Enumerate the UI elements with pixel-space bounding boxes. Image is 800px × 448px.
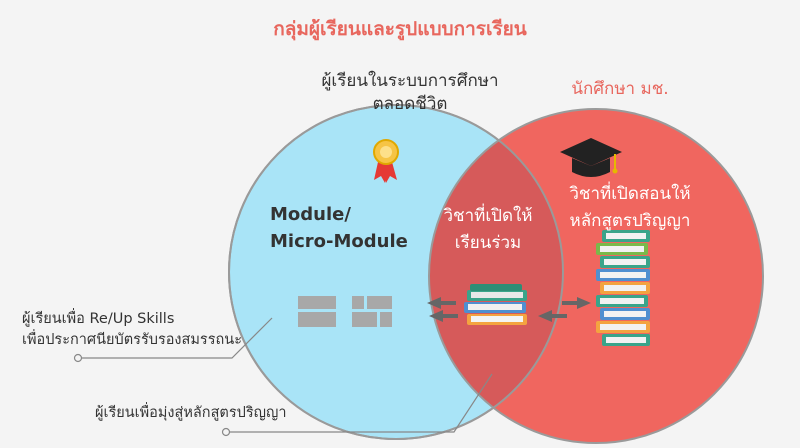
module-line: Micro-Module <box>270 231 408 252</box>
shared-line: วิชาที่เปิดให้ <box>443 206 533 226</box>
degree-course-label: วิชาที่เปิดสอนให้ หลักสูตรปริญญา <box>555 181 705 235</box>
cmu-student-caption: นักศึกษา มช. <box>571 79 669 99</box>
tall-books-stack-icon <box>596 230 650 346</box>
books-stack-icon <box>464 284 527 325</box>
program-line: วิชาที่เปิดสอนให้ <box>569 184 691 204</box>
note-line: ผู้เรียนเพื่อ Re/Up Skills <box>22 311 175 327</box>
module-line: Module/ <box>270 204 351 225</box>
two-way-arrow-icon <box>427 297 458 322</box>
module-label: Module/ Micro-Module <box>270 201 420 255</box>
program-line: หลักสูตรปริญญา <box>569 211 691 232</box>
page-title: กลุ่มผู้เรียนและรูปแบบการเรียน <box>273 18 527 40</box>
two-way-arrow-icon <box>538 297 591 322</box>
graduation-cap-icon <box>560 138 622 177</box>
callout-line-reskill <box>73 317 273 363</box>
overlap-region <box>429 109 563 439</box>
reskill-note: ผู้เรียนเพื่อ Re/Up Skills เพื่อประกาศนี… <box>22 309 282 351</box>
caption-line: ผู้เรียนในระบบการศึกษา <box>321 71 499 91</box>
degree-path-note: ผู้เรียนเพื่อมุ่งสู่หลักสูตรปริญญา <box>95 405 287 421</box>
note-line: เพื่อประกาศนียบัตรรับรองสมรรถนะ <box>22 332 242 349</box>
lifelong-learner-caption: ผู้เรียนในระบบการศึกษา ตลอดชีวิต <box>290 70 530 116</box>
award-ribbon-icon <box>373 139 399 183</box>
module-grid-icon <box>298 296 392 327</box>
callout-line-degree <box>221 373 493 437</box>
shared-course-label: วิชาที่เปิดให้ เรียนร่วม <box>428 203 548 257</box>
shared-line: เรียนร่วม <box>454 233 522 254</box>
caption-line: ตลอดชีวิต <box>372 93 448 114</box>
